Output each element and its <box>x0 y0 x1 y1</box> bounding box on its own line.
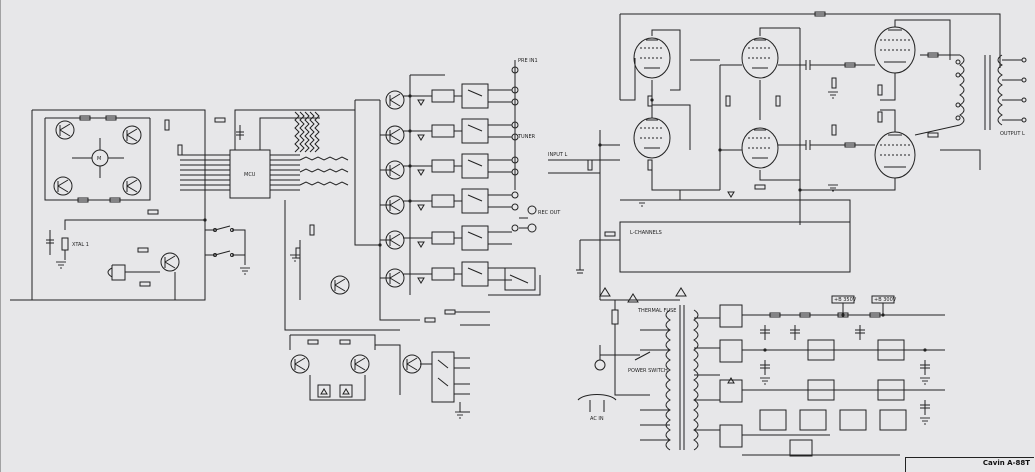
label-output: OUTPUT L <box>1000 131 1025 137</box>
ground-symbols <box>56 91 930 425</box>
l-channels-box <box>619 221 851 273</box>
protection-section <box>284 200 470 413</box>
mcu-label: MCU <box>244 172 256 178</box>
label-ac-in: AC IN <box>590 416 604 422</box>
transistor-q1 <box>55 120 75 140</box>
output-transformer-primary <box>959 54 965 126</box>
transistor-q4 <box>122 176 142 196</box>
transistor-q5 <box>160 252 180 272</box>
title-block: Cavin A-88T <box>905 457 1034 472</box>
tube-v4 <box>741 127 779 169</box>
label-thermal-fuse: THERMAL FUSE <box>637 308 676 314</box>
label-pre-in1: PRE IN1 <box>518 58 538 64</box>
ir-jack <box>111 264 126 281</box>
data-bus <box>294 111 349 186</box>
warning-icon <box>675 287 687 297</box>
label-tuner: TUNER <box>517 134 536 140</box>
label-l-channels: L-CHANNELS <box>630 230 662 236</box>
label-power-switch: POWER SWITCH <box>628 368 668 374</box>
crystal-label: XTAL 1 <box>72 242 89 248</box>
junction-dots <box>203 94 927 352</box>
warning-icon <box>627 293 639 303</box>
mains-transformer-primary <box>665 309 671 451</box>
transistor-q3 <box>53 176 73 196</box>
warning-icon <box>599 287 611 297</box>
label-rec-out: REC OUT <box>538 210 561 216</box>
relay-driver-bank: PRE IN1 TUNER REC OUT <box>379 58 561 326</box>
crystal-symbol <box>61 237 69 251</box>
tube-v3 <box>741 37 779 79</box>
mcu-chip: MCU <box>180 109 320 199</box>
label-input: INPUT L <box>548 152 568 158</box>
label-voltage-2: +B 300V <box>874 297 897 303</box>
model-name: Cavin A-88T <box>982 459 1030 467</box>
transistor-q2 <box>122 125 142 145</box>
tube-v1 <box>633 37 671 79</box>
motor-label: M <box>97 156 101 162</box>
power-supply-section: THERMAL FUSE POWER SWITCH AC IN +B 350V … <box>577 287 945 457</box>
tube-amplifier-section: OUTPUT L INPUT L L-CHANNELS <box>548 11 1027 300</box>
label-voltage-1: +B 350V <box>834 297 857 303</box>
ac-plug <box>577 393 617 401</box>
motor-control-section: M XTAL 1 <box>10 109 246 301</box>
